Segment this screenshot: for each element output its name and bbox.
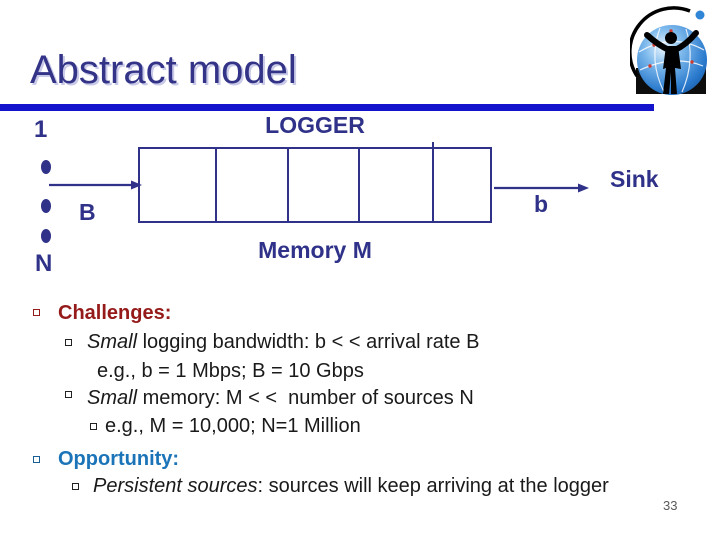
page-number: 33 [663,498,678,513]
slide-title: Abstract model [30,48,297,92]
buffer-cell-divider [358,149,360,221]
logo-swoosh-arc [630,6,691,77]
bullet-item-italic: Small [87,331,138,353]
bullet-square [33,456,40,463]
bullet-square [65,391,72,398]
bullet-item-text: : sources will keep arriving at the logg… [257,475,609,497]
bullet-item-italic: Persistent sources [93,475,258,497]
bullet-item: Small memory: M < < number of sources N [87,387,474,410]
globe-person-logo-icon [630,6,707,95]
title-underline-rule [0,104,654,111]
ellipsis-dot [41,160,51,174]
memory-label: Memory M [258,237,372,263]
output-arrow [494,183,589,193]
challenges-heading: Challenges: [58,302,172,324]
buffer-cell-divider [215,149,217,221]
bullet-item: e.g., M = 10,000; N=1 Million [105,415,361,437]
bullet-item: Persistent sources: sources will keep ar… [93,475,609,498]
bullet-square [72,483,79,490]
buffer-cell-divider [287,149,289,221]
bullet-item: Small logging bandwidth: b < < arrival r… [87,331,479,354]
source-last-label: N [35,250,53,277]
bullet-square [33,309,40,316]
logger-label: LOGGER [265,112,365,138]
bullet-item-text: logging bandwidth: b < < arrival rate B [137,331,480,353]
logo-satellite-dot [695,10,705,20]
ellipsis-dot [41,199,51,213]
source-first-label: 1 [34,116,48,143]
bullet-item-text: memory: M < < number of sources N [137,387,474,409]
buffer-cell-divider [432,142,434,221]
input-arrow [49,180,142,190]
bullet-item-italic: Small [87,387,138,409]
arrival-rate-label: B [79,199,96,225]
ellipsis-dot [41,229,51,243]
sink-label: Sink [610,166,659,192]
person-silhouette-icon [644,30,699,94]
memory-buffer-box [138,142,492,223]
bullet-item: e.g., b = 1 Mbps; B = 10 Gbps [97,360,364,382]
opportunity-heading: Opportunity: [58,448,180,470]
bullet-square [65,339,72,346]
bullet-square [90,423,97,430]
logging-rate-label: b [534,191,549,217]
